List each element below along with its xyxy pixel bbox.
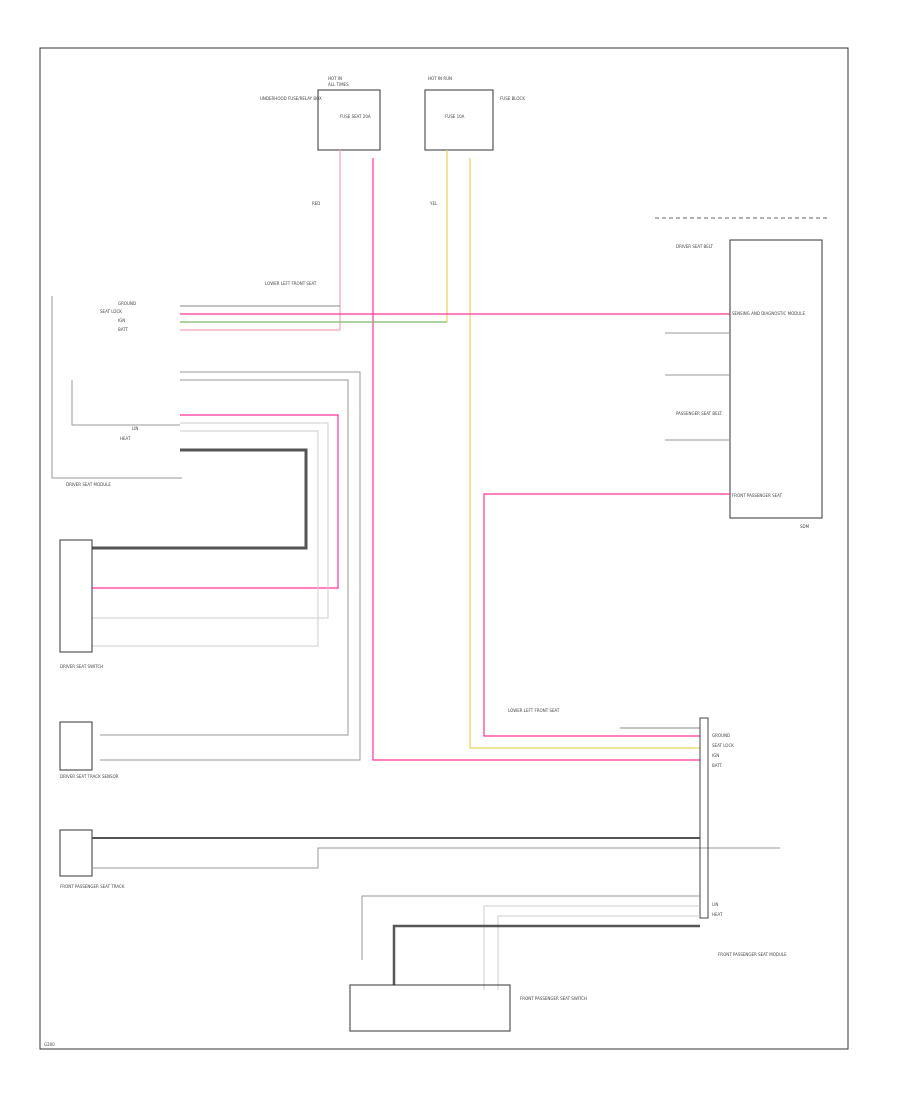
driver-track-box: [59, 721, 93, 771]
driver-track-label: DRIVER SEAT TRACK SENSOR: [60, 774, 119, 779]
driver-module-bracket: [51, 296, 182, 479]
wire-pass-track-gray: [92, 847, 780, 869]
pin-lin-lower: LIN: [712, 902, 718, 907]
right-module-caption: SDM: [800, 524, 810, 529]
fuse-a-top-label: HOT IN: [328, 76, 342, 81]
fuse-b-right-label: FUSE BLOCK: [500, 96, 525, 101]
pin-batt-lower: BATT: [712, 763, 723, 768]
wire-fuse-b-right: [469, 158, 700, 749]
pin-heat: HEAT: [120, 436, 131, 441]
wire-right-pass: [483, 493, 730, 737]
wire-pass-lower-2: [483, 905, 700, 990]
right-module-box-label: SENSING AND DIAGNOSTIC MODULE: [732, 311, 805, 316]
pass-module-label: FRONT PASSENGER SEAT MODULE: [718, 952, 787, 957]
fuse-b-top-label: HOT IN RUN: [428, 76, 452, 81]
right-module-l3: FRONT PASSENGER SEAT: [732, 493, 783, 498]
wire-red-label: RED: [312, 201, 320, 206]
wire-fuse-b-left: [180, 150, 448, 323]
pin-heat-lower: HEAT: [712, 912, 723, 917]
lower-conn-bar: [699, 717, 709, 919]
pin-ign-upper: IGN: [118, 318, 125, 323]
pass-switch-label: FRONT PASSENGER SEAT SWITCH: [520, 996, 587, 1001]
wire-fuse-a-right: [372, 158, 700, 761]
pass-track-box: [59, 829, 93, 877]
pin-batt-upper: BATT: [118, 327, 129, 332]
wire-pass-lower-black: [392, 924, 700, 985]
wire-fuse-a-left: [180, 150, 341, 331]
conn-lower-label: LOWER LEFT FRONT SEAT: [508, 708, 560, 713]
driver-module-label: DRIVER SEAT MODULE: [66, 482, 111, 487]
fuse-a-sub-label: ALL TIMES: [328, 82, 349, 87]
pass-switch-box: [349, 984, 511, 1032]
pin-lock-upper: SEAT LOCK: [100, 309, 122, 314]
driver-switch-box: [59, 539, 93, 653]
right-module-box: [729, 239, 823, 519]
wire-pass-lower-3: [497, 915, 700, 990]
wire-switch-red: [92, 414, 339, 589]
wire-switch-black: [92, 448, 308, 550]
conn-upper-label: LOWER LEFT FRONT SEAT: [265, 281, 317, 286]
wire-switch-lt1: [92, 422, 329, 619]
diagram-border: [39, 47, 849, 1050]
right-module-l2: PASSENGER SEAT BELT: [676, 411, 722, 416]
pin-ign-lower: IGN: [712, 753, 719, 758]
pin-ground-lower: GROUND: [712, 733, 730, 738]
pin-lin: LIN: [132, 426, 138, 431]
fuse-a: HOT IN ALL TIMES UNDERHOOD FUSE/RELAY BO…: [260, 76, 381, 151]
pass-track-label: FRONT PASSENGER SEAT TRACK: [60, 884, 125, 889]
wire-switch-lt2: [92, 430, 319, 647]
fuse-b: HOT IN RUN FUSE BLOCK FUSE 10A: [424, 76, 525, 151]
wire-loop-outer: [71, 371, 361, 761]
driver-switch-label: DRIVER SEAT SWITCH: [60, 664, 103, 669]
wire-loop-inner: [100, 379, 349, 736]
pin-lock-lower: SEAT LOCK: [712, 743, 734, 748]
fuse-b-inner-label: FUSE 10A: [445, 114, 465, 119]
right-module-l1: DRIVER SEAT BELT: [676, 244, 714, 249]
wire-pass-lower-1: [361, 895, 700, 960]
wire-right-1: [665, 332, 730, 441]
footer-code: G200: [44, 1042, 55, 1047]
fuse-a-left-label: UNDERHOOD FUSE/RELAY BOX: [260, 96, 322, 101]
wire-yel-label: YEL: [429, 201, 438, 206]
pin-ground-upper: GROUND: [118, 301, 136, 306]
fuse-a-inner-label: FUSE SEAT 20A: [340, 114, 371, 119]
